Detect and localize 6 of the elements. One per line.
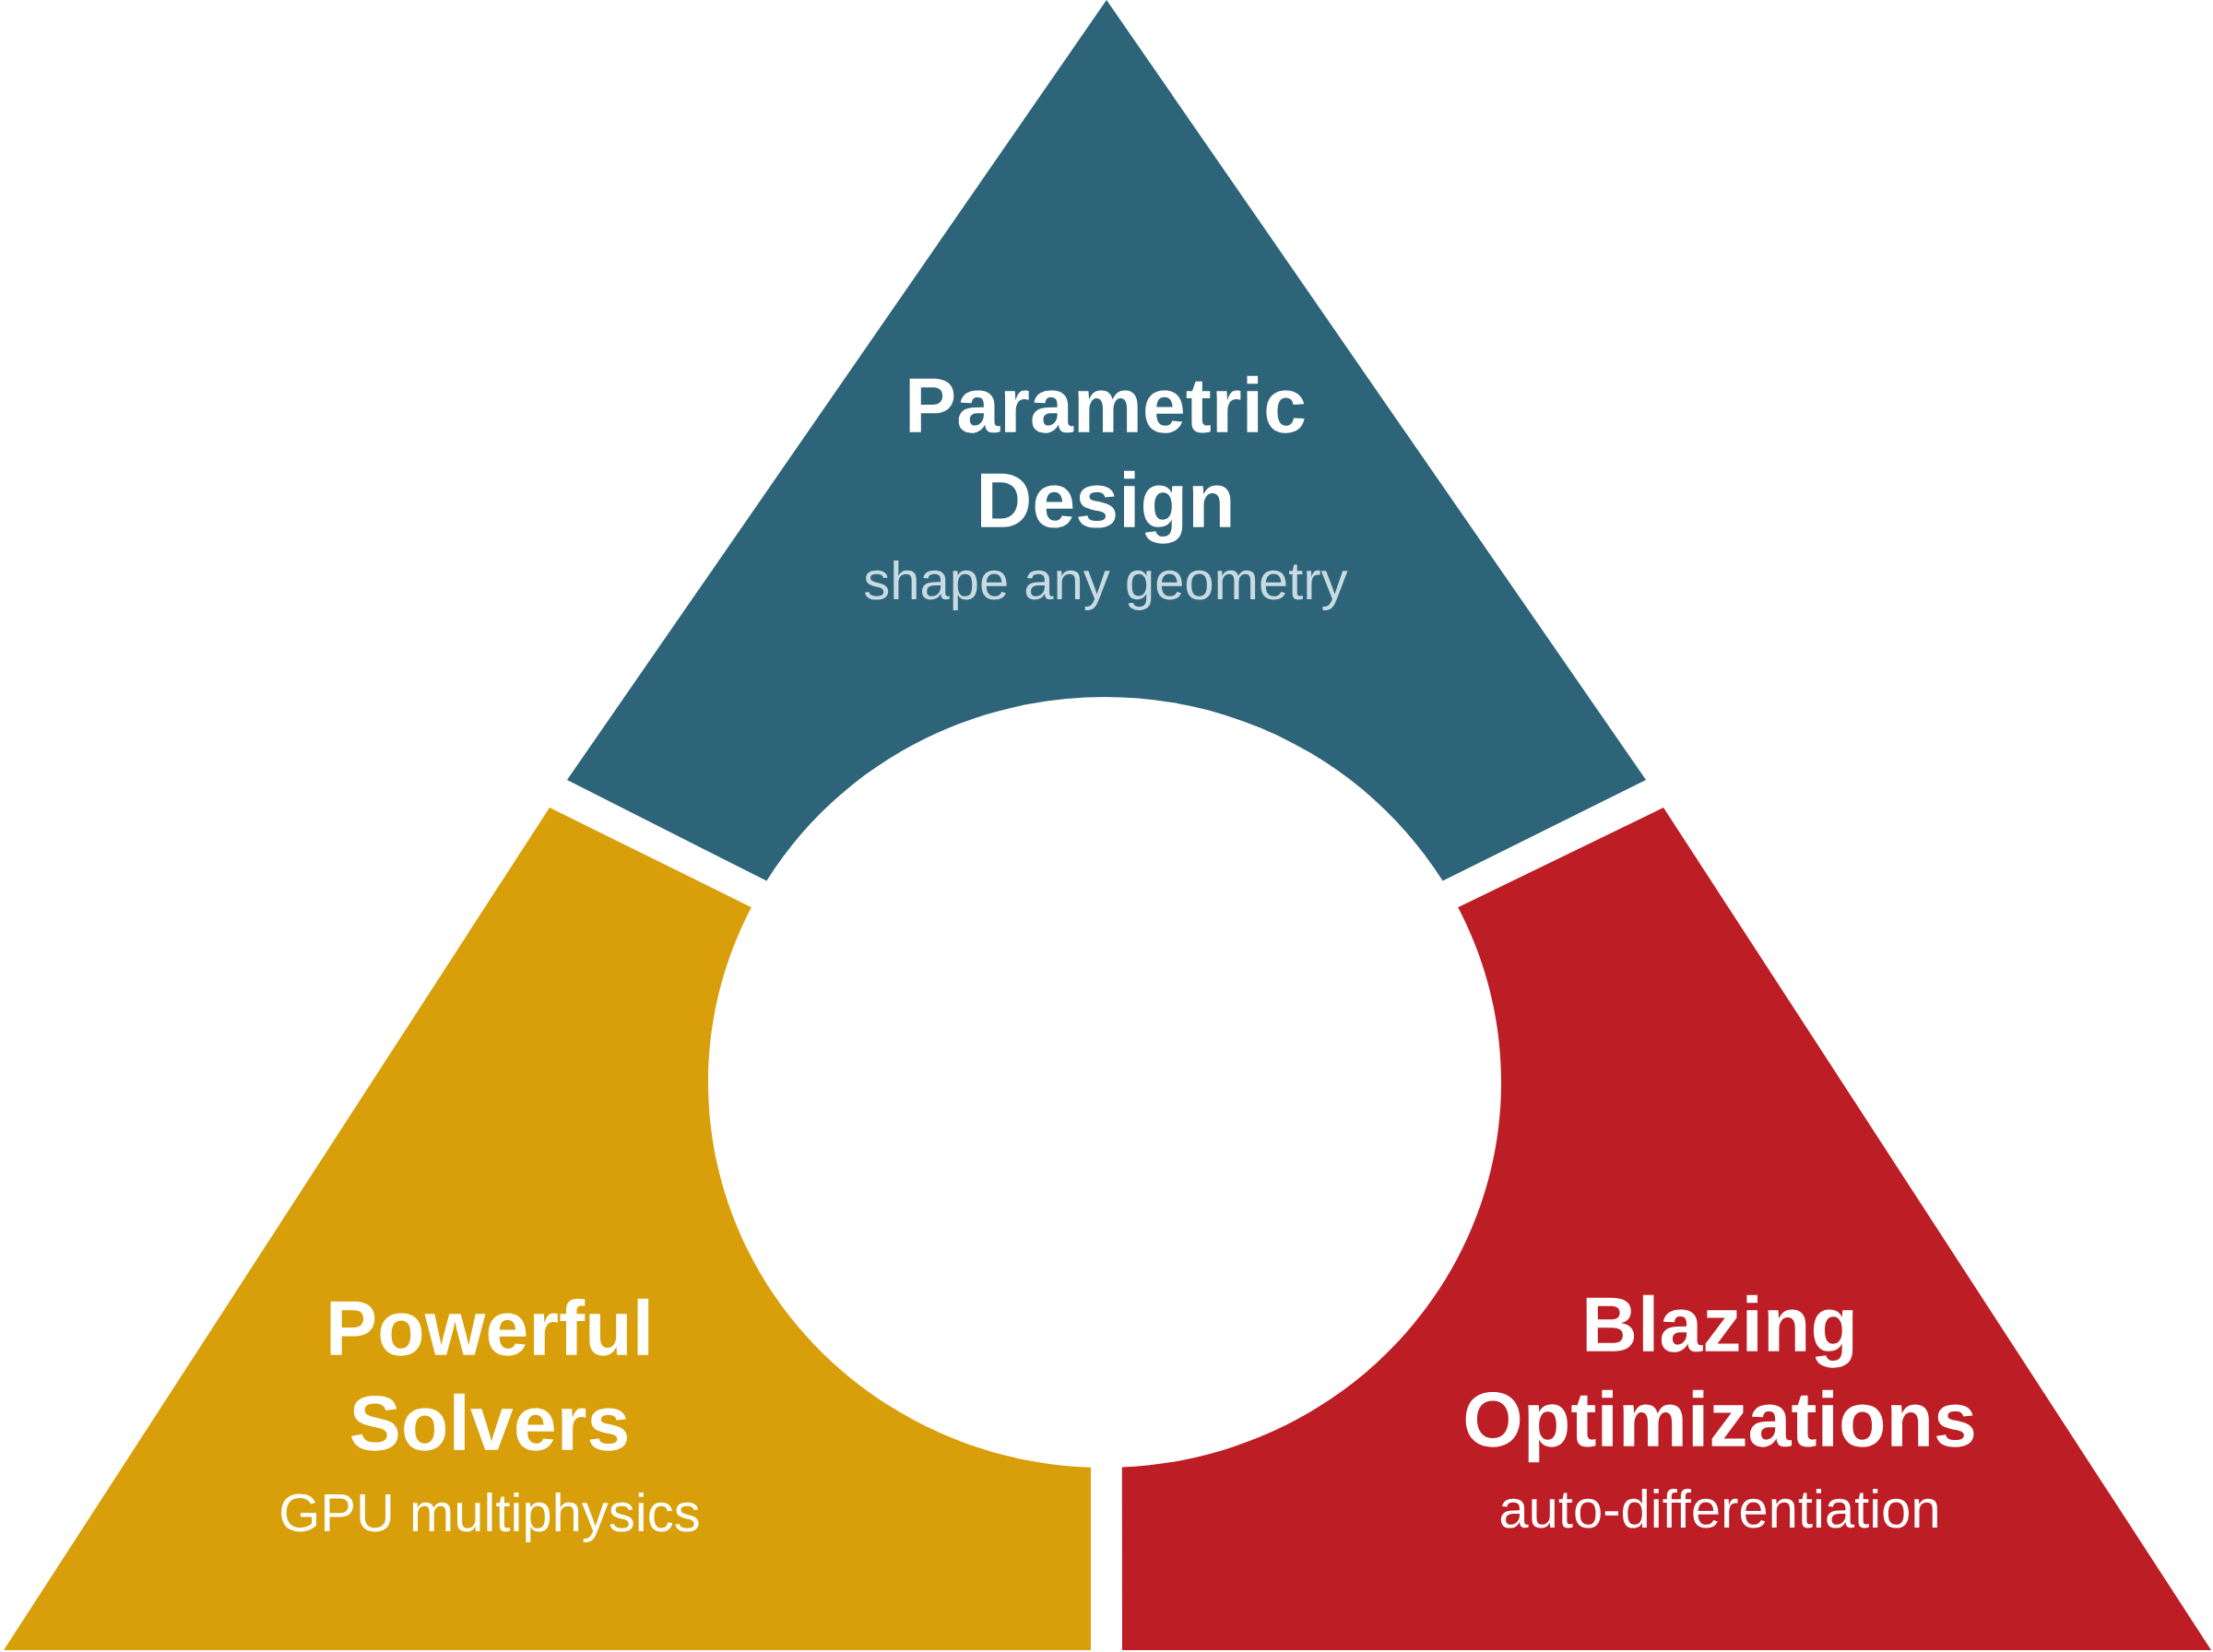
- segment-heading: Parametric Design: [909, 375, 1305, 544]
- segment-subtitle: GPU multiphysics: [281, 1493, 699, 1543]
- segment-heading: Blazing Optimizations: [1465, 1294, 1974, 1463]
- segment-subtitle: shape any geometry: [864, 560, 1348, 610]
- segment-heading: Powerful Solvers: [330, 1298, 649, 1451]
- segment-subtitle: auto-differentiation: [1500, 1489, 1937, 1528]
